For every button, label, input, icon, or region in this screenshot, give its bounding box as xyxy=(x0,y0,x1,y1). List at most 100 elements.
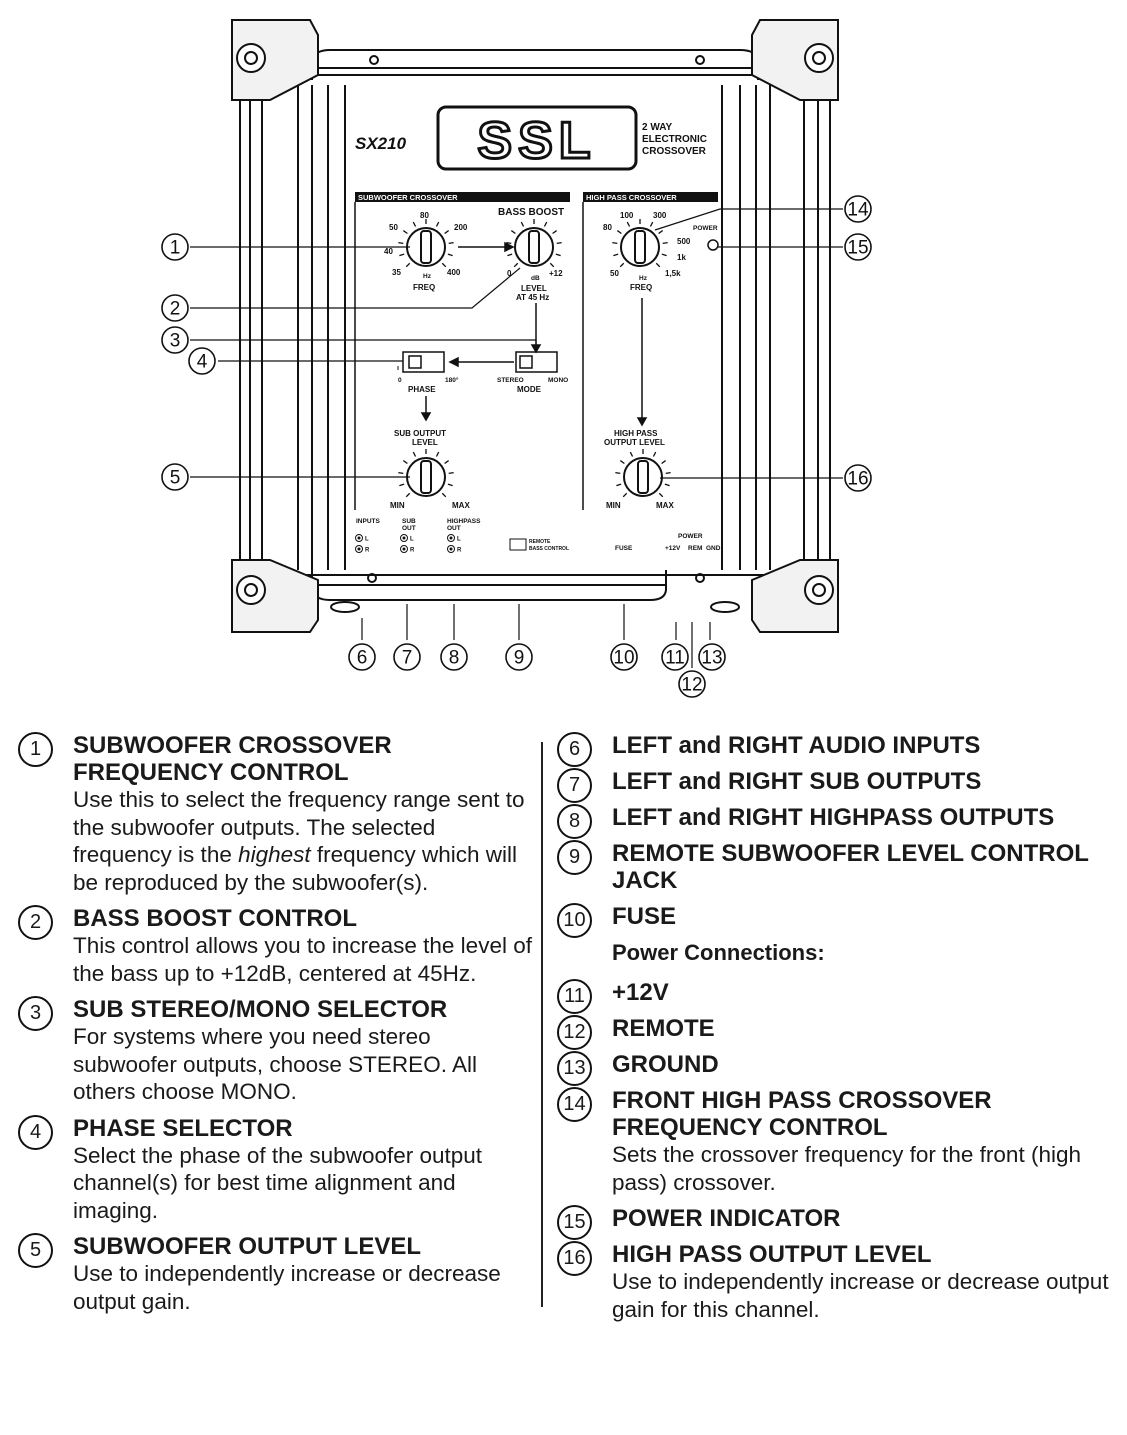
svg-text:1,5k: 1,5k xyxy=(665,269,681,278)
bass-boost-knob xyxy=(506,219,562,268)
svg-text:FUSE: FUSE xyxy=(615,545,633,552)
svg-text:500: 500 xyxy=(677,237,691,246)
svg-text:BASS BOOST: BASS BOOST xyxy=(498,207,564,218)
svg-text:2: 2 xyxy=(170,299,181,320)
legend-item: 9 REMOTE SUBWOOFER LEVEL CONTROL JACK xyxy=(557,840,1117,894)
svg-text:14: 14 xyxy=(847,200,869,221)
power-connections-heading: Power Connections: xyxy=(612,940,825,965)
svg-text:6: 6 xyxy=(357,648,368,669)
legend-number: 5 xyxy=(18,1233,53,1268)
legend-title: +12V xyxy=(612,979,669,1006)
high-pass-header-bar xyxy=(583,192,718,202)
svg-text:50: 50 xyxy=(610,269,619,278)
svg-text:15: 15 xyxy=(847,238,868,259)
svg-text:10: 10 xyxy=(613,648,634,669)
svg-text:STEREO: STEREO xyxy=(497,377,524,384)
hp-output-level-knob xyxy=(615,449,671,498)
svg-text:REM: REM xyxy=(688,545,702,552)
svg-text:L: L xyxy=(457,537,461,543)
svg-text:200: 200 xyxy=(454,223,468,232)
callout-12: 12 xyxy=(678,670,706,698)
rca-jack: L xyxy=(400,534,414,543)
svg-text:5: 5 xyxy=(170,468,181,489)
svg-text:SUB OUTPUT: SUB OUTPUT xyxy=(394,429,446,438)
svg-text:MIN: MIN xyxy=(606,501,621,510)
legend-number: 4 xyxy=(18,1114,53,1150)
legend-title: REMOTE SUBWOOFER LEVEL CONTROL JACK xyxy=(612,840,1089,894)
callout-16: 16 xyxy=(844,464,872,492)
corner-bracket-top-right xyxy=(751,19,839,101)
svg-text:PHASE: PHASE xyxy=(408,385,436,394)
callout-10: 10 xyxy=(610,643,638,671)
rca-jack: L xyxy=(447,534,461,543)
legend-item: 5 SUBWOOFER OUTPUT LEVEL Use to independ… xyxy=(18,1233,538,1315)
legend-item: 1 SUBWOOFER CROSSOVER FREQUENCY CONTROL … xyxy=(18,732,538,896)
svg-text:BASS CONTROL: BASS CONTROL xyxy=(529,546,569,552)
svg-text:Hz: Hz xyxy=(639,275,648,282)
bass-boost-labels: BASS BOOST 0 dB +12 LEVEL AT 45 Hz xyxy=(498,207,564,302)
sub-freq-knob xyxy=(398,219,454,268)
legend-item: 8 LEFT and RIGHT HIGHPASS OUTPUTS xyxy=(557,804,1117,839)
legend-number: 16 xyxy=(557,1241,592,1276)
legend-title: LEFT and RIGHT SUB OUTPUTS xyxy=(612,768,982,795)
svg-text:HIGHPASS: HIGHPASS xyxy=(447,518,481,525)
svg-text:MONO: MONO xyxy=(548,377,568,384)
svg-text:+12V: +12V xyxy=(665,545,681,552)
legend-title: BASS BOOST CONTROL xyxy=(73,905,358,932)
corner-bracket-bottom-right xyxy=(710,559,839,633)
output-level-labels: SUB OUTPUT LEVEL MIN MAX HIGH PASS OUTPU… xyxy=(390,429,674,510)
svg-text:LEVEL: LEVEL xyxy=(412,438,438,447)
legend-number: 11 xyxy=(557,979,592,1014)
legend-number: 1 xyxy=(18,732,53,767)
high-pass-header: HIGH PASS CROSSOVER xyxy=(586,193,677,202)
logo-area: SX210 SSL 2 WAY ELECTRONIC CROSSOVER xyxy=(355,105,707,172)
legend-item: 10 FUSE xyxy=(557,903,1117,938)
svg-text:Hz: Hz xyxy=(423,273,432,280)
svg-text:1k: 1k xyxy=(677,253,686,262)
legend-divider xyxy=(541,742,543,1307)
legend-description: Use to independently increase or decreas… xyxy=(73,1261,501,1314)
svg-text:SUB: SUB xyxy=(402,518,416,525)
svg-text:7: 7 xyxy=(402,648,413,669)
callout-9: 9 xyxy=(505,643,533,671)
svg-text:2 WAY: 2 WAY xyxy=(642,122,673,133)
rca-jack: R xyxy=(355,545,370,554)
callout-13: 13 xyxy=(698,643,726,671)
rca-jack: R xyxy=(400,545,415,554)
legend-title: LEFT and RIGHT HIGHPASS OUTPUTS xyxy=(612,804,1055,831)
sub-output-level-knob xyxy=(398,449,454,498)
legend-number: 7 xyxy=(557,768,592,803)
legend-title: FUSE xyxy=(612,903,677,930)
mode-switch: STEREO MONO MODE xyxy=(497,351,568,394)
legend-number: 12 xyxy=(557,1015,592,1050)
svg-text:REMOTE: REMOTE xyxy=(529,539,551,545)
callout-15: 15 xyxy=(844,233,872,261)
svg-text:OUTPUT LEVEL: OUTPUT LEVEL xyxy=(604,438,665,447)
legend-item: 15 POWER INDICATOR xyxy=(557,1205,1117,1240)
legend-item: 16 HIGH PASS OUTPUT LEVEL Use to indepen… xyxy=(557,1241,1117,1323)
svg-text:3: 3 xyxy=(170,331,181,352)
svg-text:40: 40 xyxy=(384,247,393,256)
callout-1: 1 xyxy=(161,233,189,261)
legend-description: Select the phase of the subwoofer output… xyxy=(73,1142,483,1223)
callout-leader-lines xyxy=(190,208,843,668)
svg-text:16: 16 xyxy=(847,469,868,490)
svg-text:CROSSOVER: CROSSOVER xyxy=(642,146,707,157)
legend-item: 6 LEFT and RIGHT AUDIO INPUTS xyxy=(557,732,1117,767)
svg-text:100: 100 xyxy=(620,211,634,220)
svg-text:180°: 180° xyxy=(445,376,459,384)
hp-freq-labels: 100 300 80 500 1k 50 Hz 1,5k FREQ POWER xyxy=(603,211,718,292)
legend-left-column: 1 SUBWOOFER CROSSOVER FREQUENCY CONTROL … xyxy=(18,732,538,1324)
svg-text:R: R xyxy=(457,548,462,554)
model-name: SX210 xyxy=(355,134,407,153)
legend-number: 13 xyxy=(557,1051,592,1086)
svg-text:0: 0 xyxy=(398,377,402,384)
svg-text:HIGH PASS: HIGH PASS xyxy=(614,429,658,438)
svg-text:13: 13 xyxy=(701,648,722,669)
legend-item: 3 SUB STEREO/MONO SELECTOR For systems w… xyxy=(18,996,538,1106)
legend-title: LEFT and RIGHT AUDIO INPUTS xyxy=(612,732,981,759)
svg-text:8: 8 xyxy=(449,648,460,669)
svg-text:dB: dB xyxy=(531,275,540,282)
legend-right-column: 6 LEFT and RIGHT AUDIO INPUTS 7 LEFT and… xyxy=(557,732,1117,1332)
sub-crossover-header-bar xyxy=(355,192,570,202)
